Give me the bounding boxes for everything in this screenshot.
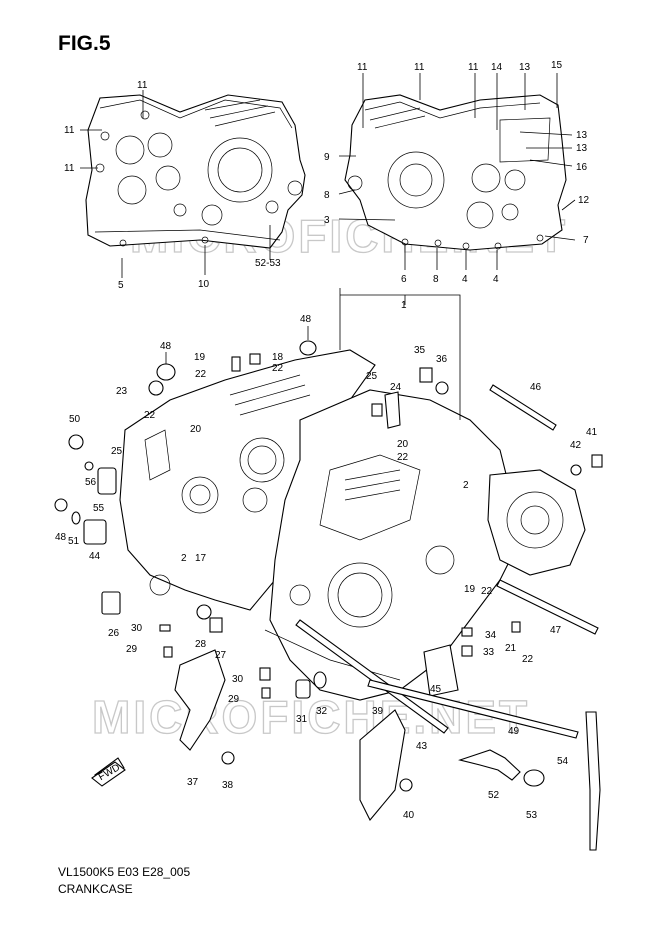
callout-38: 38 — [222, 780, 234, 791]
callout-37: 37 — [187, 777, 199, 788]
callout-28: 28 — [195, 639, 207, 650]
figure-title: FIG.5 — [58, 32, 111, 55]
left-crankcase-half — [85, 94, 306, 249]
figure-name: CRANKCASE — [58, 882, 133, 896]
callout-11: 11 — [414, 62, 425, 73]
callout-32: 32 — [316, 706, 328, 717]
callout-27: 27 — [215, 650, 227, 661]
callout-31: 31 — [296, 714, 308, 725]
callout-labels: 11 11 11 5 10 52-53 11 11 11 14 13 15 13… — [55, 60, 598, 821]
callout-20: 20 — [397, 439, 409, 450]
callout-4: 4 — [462, 274, 468, 285]
callout-8: 8 — [433, 274, 439, 285]
callout-19: 19 — [194, 352, 206, 363]
callout-53: 53 — [526, 810, 538, 821]
callout-36: 36 — [436, 354, 448, 365]
callout-40: 40 — [403, 810, 415, 821]
callout-22: 22 — [397, 452, 409, 463]
callout-48: 48 — [55, 532, 67, 543]
callout-15: 15 — [551, 60, 563, 71]
callout-11: 11 — [468, 62, 479, 73]
callout-55: 55 — [93, 503, 105, 514]
callout-54: 54 — [557, 756, 569, 767]
callout-14: 14 — [491, 62, 503, 73]
callout-7: 7 — [583, 235, 589, 246]
callout-18: 18 — [272, 352, 284, 363]
callout-48: 48 — [300, 314, 312, 325]
callout-11: 11 — [64, 125, 75, 136]
callout-52-53: 52-53 — [255, 258, 281, 269]
callout-13: 13 — [576, 143, 588, 154]
callout-22: 22 — [272, 363, 284, 374]
callout-25: 25 — [111, 446, 123, 457]
callout-33: 33 — [483, 647, 495, 658]
callout-47: 47 — [550, 625, 562, 636]
callout-10: 10 — [198, 279, 210, 290]
callout-8: 8 — [324, 190, 330, 201]
callout-41: 41 — [586, 427, 598, 438]
callout-5: 5 — [118, 280, 124, 291]
callout-4: 4 — [493, 274, 499, 285]
figure-code: VL1500K5 E03 E28_005 — [58, 865, 191, 879]
callout-2: 2 — [463, 480, 469, 491]
callout-1: 1 — [401, 300, 407, 311]
callout-22: 22 — [522, 654, 534, 665]
callout-22: 22 — [195, 369, 207, 380]
loose-parts — [54, 340, 603, 851]
callout-11: 11 — [137, 80, 148, 91]
callout-3: 3 — [324, 215, 330, 226]
callout-19: 19 — [464, 584, 476, 595]
callout-46: 46 — [530, 382, 542, 393]
callout-34: 34 — [485, 630, 497, 641]
callout-44: 44 — [89, 551, 101, 562]
callout-35: 35 — [414, 345, 426, 356]
watermark-bottom: MICROFICHE.NET — [92, 691, 530, 743]
callout-52: 52 — [488, 790, 500, 801]
callout-29: 29 — [126, 644, 138, 655]
callout-13: 13 — [519, 62, 531, 73]
callout-39: 39 — [372, 706, 384, 717]
callout-9: 9 — [324, 152, 330, 163]
callout-56: 56 — [85, 477, 97, 488]
leader-lines — [80, 73, 576, 420]
callout-26: 26 — [108, 628, 120, 639]
right-crankcase-half — [344, 94, 567, 251]
callout-24: 24 — [390, 382, 402, 393]
callout-6: 6 — [401, 274, 407, 285]
callout-48: 48 — [160, 341, 172, 352]
callout-30: 30 — [131, 623, 143, 634]
callout-22: 22 — [481, 586, 493, 597]
crankcase-assembly — [119, 349, 586, 701]
callout-17: 17 — [195, 553, 207, 564]
callout-13: 13 — [576, 130, 588, 141]
callout-21: 21 — [505, 643, 517, 654]
callout-12: 12 — [578, 195, 590, 206]
callout-49: 49 — [508, 726, 520, 737]
callout-25: 25 — [366, 371, 378, 382]
callout-22: 22 — [144, 410, 156, 421]
callout-50: 50 — [69, 414, 81, 425]
callout-29: 29 — [228, 694, 240, 705]
callout-16: 16 — [576, 162, 588, 173]
callout-23: 23 — [116, 386, 128, 397]
callout-45: 45 — [430, 684, 442, 695]
callout-20: 20 — [190, 424, 202, 435]
callout-51: 51 — [68, 536, 80, 547]
callout-30: 30 — [232, 674, 244, 685]
callout-42: 42 — [570, 440, 582, 451]
callout-11: 11 — [64, 163, 75, 174]
callout-11: 11 — [357, 62, 368, 73]
callout-43: 43 — [416, 741, 428, 752]
callout-2: 2 — [181, 553, 187, 564]
